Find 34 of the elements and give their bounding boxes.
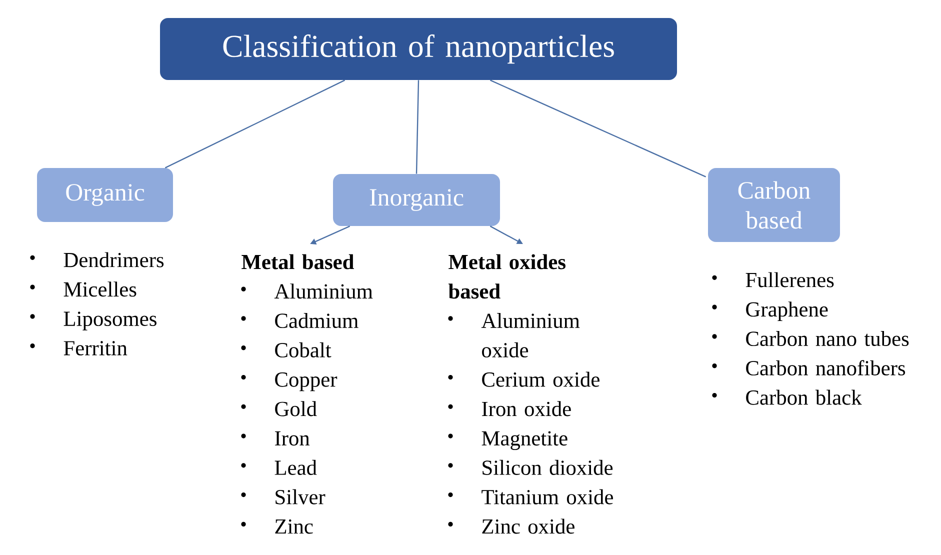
category-box: Organic bbox=[37, 168, 173, 222]
list-item: Iron oxide bbox=[448, 401, 571, 416]
list-item: Silver bbox=[241, 489, 326, 504]
list-item: Zinc bbox=[241, 519, 313, 534]
connector-line bbox=[490, 80, 706, 178]
list-item: Micelles bbox=[30, 282, 136, 297]
list-item: Carbon black bbox=[712, 390, 862, 405]
list-heading: Metal based bbox=[242, 254, 354, 270]
list-item: Carbon nano tubes bbox=[712, 330, 909, 346]
list-item: Carbon nanofibers bbox=[712, 360, 906, 376]
list-item: Copper bbox=[241, 372, 338, 392]
list-item: Ferritin bbox=[30, 341, 128, 356]
list-item: Titanium oxide bbox=[448, 489, 613, 504]
list-item: Silicon dioxide bbox=[448, 460, 613, 475]
list-heading: Metal oxides based bbox=[448, 254, 566, 299]
list-item: Cadmium bbox=[241, 312, 358, 328]
list-item: Liposomes bbox=[30, 312, 156, 330]
list-item: Magnetite bbox=[448, 431, 568, 450]
connector-line bbox=[164, 80, 346, 168]
category-box: Inorganic bbox=[333, 174, 500, 226]
list-item: Aluminium bbox=[241, 284, 373, 299]
list-item: Fullerenes bbox=[712, 272, 834, 288]
list-item: Iron bbox=[241, 431, 310, 446]
list-item: Zinc oxide bbox=[448, 518, 574, 534]
category-box: Carbon based bbox=[708, 168, 840, 242]
list-item: Dendrimers bbox=[30, 252, 164, 268]
connector-line bbox=[416, 80, 420, 174]
list-item: Aluminium oxide bbox=[448, 312, 580, 358]
list-item: Lead bbox=[241, 460, 317, 475]
list-item: Cerium oxide bbox=[448, 372, 600, 387]
list-item: Cobalt bbox=[241, 342, 332, 358]
list-item: Graphene bbox=[712, 302, 828, 321]
list-item: Gold bbox=[241, 401, 317, 416]
title-box: Classification of nanoparticles bbox=[160, 18, 677, 80]
